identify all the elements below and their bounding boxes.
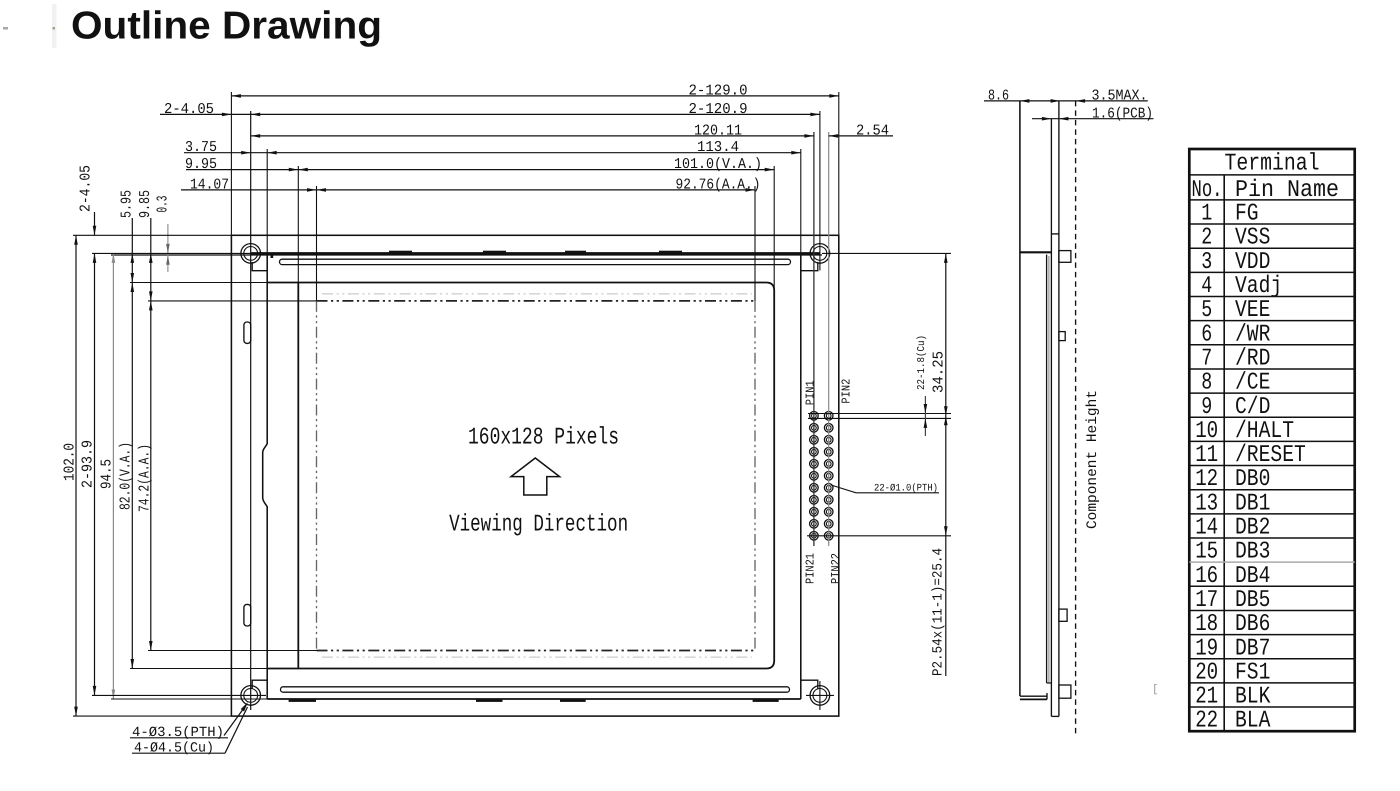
svg-text:102.0: 102.0	[62, 443, 79, 481]
svg-text:DB6: DB6	[1235, 611, 1270, 638]
svg-text:PIN1: PIN1	[803, 380, 817, 405]
svg-text:2-120.9: 2-120.9	[689, 101, 748, 118]
svg-text:/HALT: /HALT	[1235, 418, 1294, 445]
svg-text:[: [	[1152, 684, 1159, 696]
svg-text:1: 1	[1201, 201, 1212, 228]
svg-text:15: 15	[1195, 539, 1218, 566]
svg-text:120.11: 120.11	[694, 122, 742, 139]
svg-text:VSS: VSS	[1235, 225, 1270, 252]
svg-text:21: 21	[1195, 684, 1218, 711]
svg-text:FS1: FS1	[1235, 659, 1270, 686]
svg-text:/RD: /RD	[1235, 345, 1270, 372]
svg-text:C/D: C/D	[1235, 394, 1270, 421]
svg-text:82.0(V.A.): 82.0(V.A.)	[118, 442, 135, 510]
svg-text:160x128 Pixels: 160x128 Pixels	[468, 424, 619, 451]
svg-text:13: 13	[1195, 490, 1218, 517]
svg-text:22-Ø1.0(PTH): 22-Ø1.0(PTH)	[874, 483, 938, 495]
svg-text:3.5MAX.: 3.5MAX.	[1092, 88, 1148, 105]
svg-text:VDD: VDD	[1235, 249, 1270, 276]
svg-text:20: 20	[1195, 659, 1218, 686]
svg-text:DB0: DB0	[1235, 466, 1270, 493]
svg-text:Outline Drawing: Outline Drawing	[71, 5, 382, 48]
svg-text:BLA: BLA	[1235, 708, 1271, 735]
svg-text:/CE: /CE	[1235, 370, 1270, 397]
svg-text:6: 6	[1201, 321, 1212, 348]
svg-text:9.85: 9.85	[137, 190, 154, 218]
svg-text:BLK: BLK	[1235, 684, 1271, 711]
svg-text:7: 7	[1201, 345, 1212, 372]
svg-text:101.0(V.A.): 101.0(V.A.)	[674, 156, 762, 173]
svg-text:9.95: 9.95	[185, 156, 217, 173]
svg-text:34.25: 34.25	[930, 351, 947, 393]
svg-text:2-93.9: 2-93.9	[80, 440, 97, 488]
svg-text:14.07: 14.07	[190, 176, 229, 193]
svg-text:DB7: DB7	[1235, 635, 1270, 662]
svg-text:Viewing Direction: Viewing Direction	[449, 511, 628, 538]
svg-text:No.: No.	[1192, 177, 1223, 204]
svg-text:DB4: DB4	[1235, 563, 1270, 590]
svg-text:22-1.8(Cu): 22-1.8(Cu)	[916, 335, 928, 390]
svg-text:12: 12	[1195, 466, 1218, 493]
svg-text:4-Ø4.5(Cu): 4-Ø4.5(Cu)	[134, 741, 214, 757]
svg-text:/WR: /WR	[1235, 321, 1270, 348]
svg-text:Vadj: Vadj	[1235, 273, 1282, 300]
svg-text:17: 17	[1195, 587, 1218, 614]
svg-text:16: 16	[1195, 563, 1218, 590]
svg-text:19: 19	[1195, 635, 1218, 662]
svg-text:4-Ø3.5(PTH): 4-Ø3.5(PTH)	[132, 725, 224, 741]
svg-text:94.5: 94.5	[99, 459, 116, 489]
svg-text:P2.54x(11-1)=25.4: P2.54x(11-1)=25.4	[931, 548, 947, 676]
svg-text:DB3: DB3	[1235, 539, 1270, 566]
svg-text:74.2(A.A.): 74.2(A.A.)	[137, 444, 154, 512]
svg-text:DB5: DB5	[1235, 587, 1270, 614]
svg-text:DB1: DB1	[1235, 490, 1270, 517]
svg-text:2-129.0: 2-129.0	[689, 82, 748, 99]
svg-text:FG: FG	[1235, 201, 1259, 228]
svg-text:5: 5	[1201, 297, 1212, 324]
svg-text:5.95: 5.95	[119, 190, 136, 218]
svg-text:14: 14	[1195, 515, 1218, 542]
svg-text:Pin Name: Pin Name	[1235, 177, 1339, 204]
svg-text:9: 9	[1201, 394, 1212, 421]
svg-text:4: 4	[1201, 273, 1212, 300]
svg-text:DB2: DB2	[1235, 515, 1270, 542]
svg-text:2: 2	[1201, 225, 1212, 252]
svg-text:PIN21: PIN21	[803, 553, 817, 584]
svg-text:2.54: 2.54	[856, 122, 889, 139]
svg-text:3.75: 3.75	[185, 139, 217, 156]
svg-text:Component Height: Component Height	[1085, 390, 1101, 529]
svg-text:3: 3	[1201, 249, 1212, 276]
svg-text:Terminal: Terminal	[1225, 151, 1320, 178]
svg-text:PIN22: PIN22	[829, 553, 843, 584]
svg-text:113.4: 113.4	[697, 139, 739, 156]
svg-text:8: 8	[1201, 370, 1212, 397]
svg-text:0.3: 0.3	[155, 196, 172, 213]
svg-text:/RESET: /RESET	[1235, 442, 1306, 469]
svg-text:92.76(A.A.): 92.76(A.A.)	[676, 176, 761, 193]
svg-text:22: 22	[1195, 708, 1218, 735]
svg-text:2-4.05: 2-4.05	[164, 101, 214, 118]
svg-text:8.6: 8.6	[988, 88, 1009, 105]
svg-text:11: 11	[1195, 442, 1218, 469]
svg-text:10: 10	[1195, 418, 1218, 445]
svg-text:18: 18	[1195, 611, 1218, 638]
svg-text:1.6(PCB): 1.6(PCB)	[1092, 105, 1153, 122]
svg-text:PIN2: PIN2	[840, 379, 854, 404]
svg-text:VEE: VEE	[1235, 297, 1270, 324]
svg-text:2-4.05: 2-4.05	[78, 165, 95, 212]
